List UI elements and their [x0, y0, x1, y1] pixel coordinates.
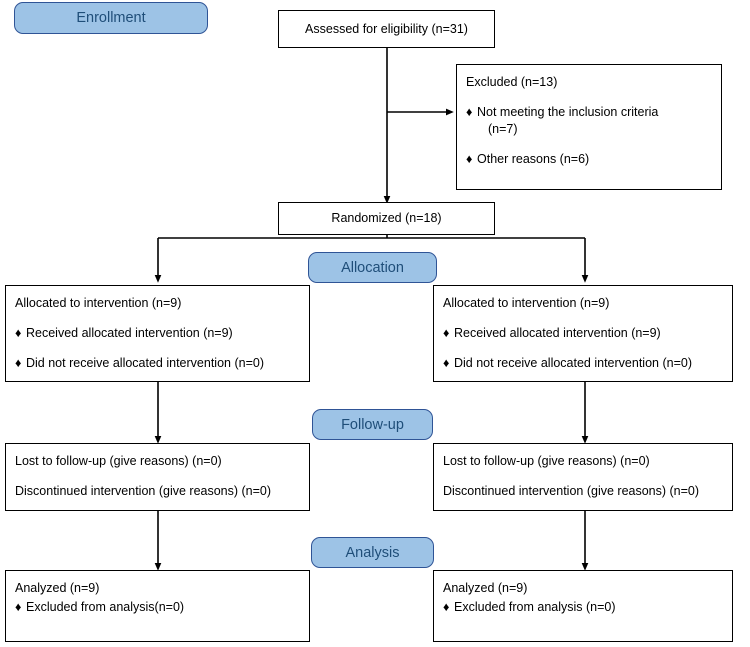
- excluded-item: ♦ Other reasons (n=6): [466, 151, 713, 168]
- bullet-diamond-icon: ♦: [15, 355, 22, 370]
- node-allocation-left: Allocated to intervention (n=9) ♦ Receive…: [5, 285, 310, 382]
- bullet-diamond-icon: ♦: [443, 355, 450, 370]
- bullet-diamond-icon: ♦: [443, 599, 450, 614]
- allocation-right-item: ♦ Received allocated intervention (n=9): [443, 325, 724, 342]
- allocation-left-item-text: Did not receive allocated intervention (…: [26, 355, 264, 370]
- analysis-right-heading: Analyzed (n=9): [443, 581, 528, 595]
- bullet-diamond-icon: ♦: [15, 599, 22, 614]
- bullet-diamond-icon: ♦: [15, 325, 22, 340]
- stage-label-analysis: Analysis: [345, 544, 400, 561]
- allocation-left-item: ♦ Did not receive allocated intervention …: [15, 355, 301, 372]
- randomized-text: Randomized (n=18): [331, 211, 442, 226]
- excluded-item-text: Not meeting the inclusion criteria: [477, 104, 659, 119]
- excluded-item: ♦ Not meeting the inclusion criteria (n=7…: [466, 104, 713, 138]
- node-analysis-right: Analyzed (n=9) ♦ Excluded from analysis (…: [433, 570, 733, 642]
- stage-badge-analysis[interactable]: Analysis: [311, 537, 434, 568]
- analysis-left-item: ♦ Excluded from analysis(n=0): [15, 599, 301, 616]
- bullet-diamond-icon: ♦: [466, 151, 473, 166]
- node-followup-left: Lost to follow-up (give reasons) (n=0) D…: [5, 443, 310, 511]
- followup-right-line2: Discontinued intervention (give reasons)…: [443, 483, 700, 498]
- analysis-left-item-text: Excluded from analysis(n=0): [26, 599, 185, 614]
- allocation-right-heading: Allocated to intervention (n=9): [443, 296, 610, 310]
- followup-left-line1: Lost to follow-up (give reasons) (n=0): [15, 454, 222, 468]
- node-followup-right: Lost to follow-up (give reasons) (n=0) D…: [433, 443, 733, 511]
- bullet-diamond-icon: ♦: [466, 104, 473, 119]
- assessed-text: Assessed for eligibility (n=31): [305, 21, 468, 36]
- node-randomized: Randomized (n=18): [278, 202, 495, 235]
- followup-left-line2: Discontinued intervention (give reasons)…: [15, 483, 272, 498]
- allocation-right-item: ♦ Did not receive allocated intervention …: [443, 355, 724, 372]
- bullet-diamond-icon: ♦: [443, 325, 450, 340]
- analysis-right-item: ♦ Excluded from analysis (n=0): [443, 599, 724, 616]
- analysis-right-item-text: Excluded from analysis (n=0): [454, 599, 616, 614]
- excluded-item-text: Other reasons (n=6): [477, 151, 590, 166]
- stage-label-enrollment: Enrollment: [76, 10, 146, 26]
- node-excluded: Excluded (n=13) ♦ Not meeting the inclusi…: [456, 64, 722, 190]
- allocation-right-item-text: Did not receive allocated intervention (…: [454, 355, 692, 370]
- node-analysis-left: Analyzed (n=9) ♦ Excluded from analysis(n…: [5, 570, 310, 642]
- excluded-heading: Excluded (n=13): [466, 75, 558, 89]
- allocation-left-heading: Allocated to intervention (n=9): [15, 296, 182, 310]
- allocation-left-item: ♦ Received allocated intervention (n=9): [15, 325, 301, 342]
- stage-label-allocation: Allocation: [341, 259, 404, 276]
- stage-badge-enrollment[interactable]: Enrollment: [14, 2, 208, 34]
- stage-label-followup: Follow-up: [341, 416, 404, 433]
- allocation-right-item-text: Received allocated intervention (n=9): [454, 325, 661, 340]
- allocation-left-item-text: Received allocated intervention (n=9): [26, 325, 233, 340]
- analysis-left-heading: Analyzed (n=9): [15, 581, 100, 595]
- excluded-item-continuation: (n=7): [488, 121, 518, 136]
- stage-badge-allocation[interactable]: Allocation: [308, 252, 437, 283]
- followup-right-line1: Lost to follow-up (give reasons) (n=0): [443, 454, 650, 468]
- node-allocation-right: Allocated to intervention (n=9) ♦ Receive…: [433, 285, 733, 382]
- node-assessed-for-eligibility: Assessed for eligibility (n=31): [278, 10, 495, 48]
- stage-badge-followup[interactable]: Follow-up: [312, 409, 433, 440]
